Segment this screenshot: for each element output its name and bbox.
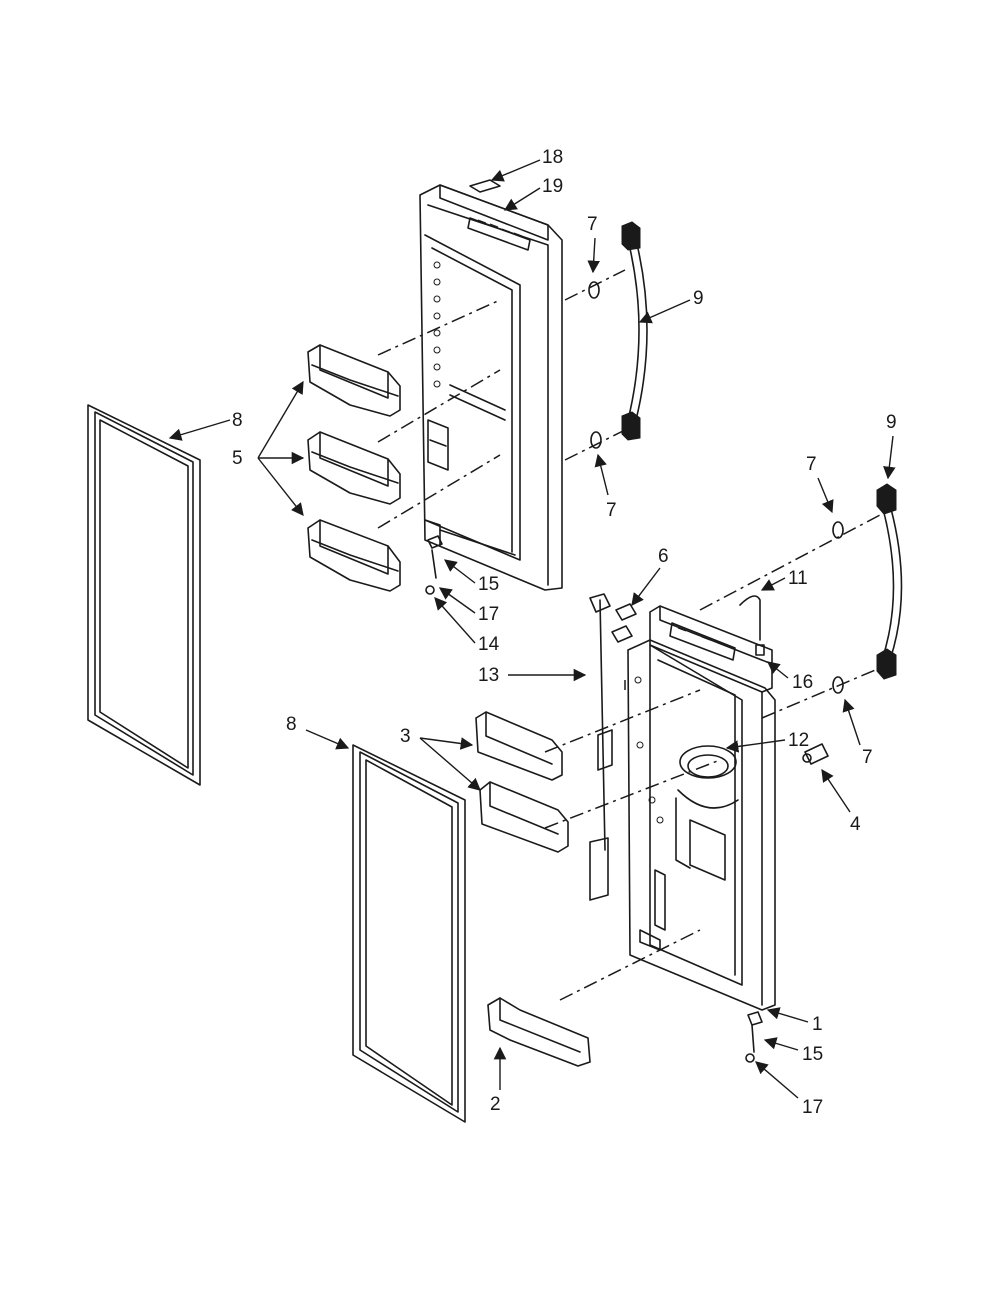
callout-13: 13 [478,665,499,686]
callout-3: 3 [400,726,411,747]
callout-15-top: 15 [478,574,499,595]
door-gasket-lower [352,744,466,1123]
callout-9-right: 9 [886,412,897,433]
callout-7-top: 7 [587,214,598,235]
callout-5: 5 [232,448,243,469]
upper-door [419,184,563,591]
callout-19: 19 [542,176,563,197]
callout-17-top: 17 [478,604,499,625]
callout-11: 11 [788,568,808,589]
callout-15-bottom: 15 [802,1044,823,1065]
callout-7-mid: 7 [606,500,617,521]
alignment-lines [377,269,881,1001]
door-gasket-upper [87,404,201,786]
callout-labels: 18 19 7 9 8 5 7 9 7 6 11 15 17 14 13 16 … [232,147,897,1118]
lower-door-bins [475,711,569,853]
callout-18: 18 [542,147,563,168]
callout-8-left: 8 [232,410,243,431]
callout-2: 2 [490,1094,501,1115]
callout-4: 4 [850,814,861,835]
callout-14: 14 [478,634,500,655]
callout-7-right: 7 [806,454,817,475]
leader-lines [168,159,896,1099]
callout-6: 6 [658,546,669,567]
callout-9-top: 9 [693,288,704,309]
callout-16: 16 [792,672,813,693]
upper-handle [621,221,648,441]
lower-door [627,605,776,1011]
callout-1: 1 [812,1014,823,1035]
callout-17-bottom: 17 [802,1097,823,1118]
callout-12: 12 [788,730,809,751]
lower-handle [876,483,903,680]
callout-8-bottom: 8 [286,714,297,735]
upper-door-bins [307,344,401,592]
small-parts [425,179,844,1067]
callout-7-low: 7 [862,747,873,768]
